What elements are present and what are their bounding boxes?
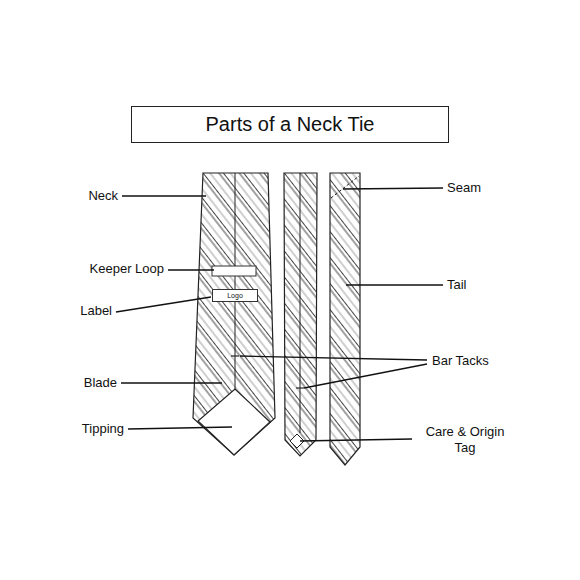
part-label: Blade bbox=[84, 375, 117, 391]
tie-back bbox=[284, 173, 317, 456]
part-label: Tail bbox=[447, 277, 467, 293]
seam-line bbox=[331, 176, 359, 198]
part-label: Label bbox=[80, 303, 112, 319]
logo-label: Logo bbox=[212, 289, 258, 302]
tipping bbox=[198, 389, 270, 455]
keeper-loop bbox=[212, 266, 256, 276]
bar-tack bbox=[231, 355, 239, 356]
center-fold bbox=[300, 173, 301, 433]
part-label: Seam bbox=[447, 180, 481, 196]
part-label: Care & Origin Tag bbox=[416, 424, 514, 456]
part-label: Tipping bbox=[82, 421, 124, 437]
tie-tail bbox=[330, 173, 360, 465]
tie-front bbox=[193, 173, 275, 455]
bar-tack bbox=[296, 387, 304, 388]
title-text: Parts of a Neck Tie bbox=[206, 113, 375, 136]
part-label: Keeper Loop bbox=[90, 261, 164, 277]
leader-lines bbox=[116, 188, 443, 441]
title-box: Parts of a Neck Tie bbox=[131, 106, 449, 143]
part-label: Neck bbox=[88, 188, 118, 204]
part-label: Bar Tacks bbox=[432, 353, 489, 369]
node-text: Logo bbox=[227, 291, 243, 300]
